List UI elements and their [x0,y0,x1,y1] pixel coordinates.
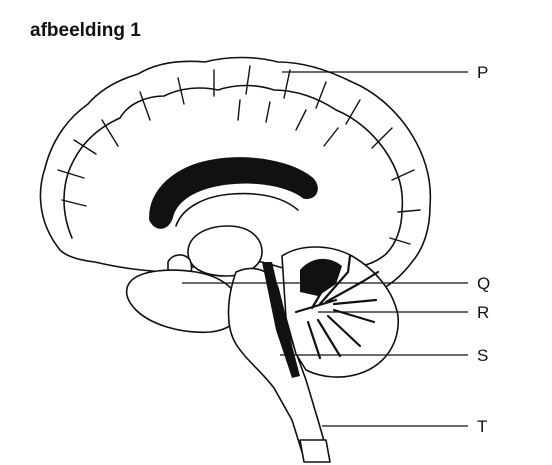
arbor-vitae-shade [300,258,342,296]
figure-title: afbeelding 1 [30,20,141,41]
label-P: P [477,63,489,82]
temporal-lobe [125,269,241,334]
sulcus-lines [57,65,421,245]
spinal-cord [299,439,331,463]
fornix [175,192,299,227]
label-Q: Q [477,274,491,293]
label-T: T [477,417,488,436]
corpus-callosum [149,157,318,229]
fourth-ventricle [262,262,300,378]
label-S: S [477,346,489,365]
gyri-inner-line [63,84,404,269]
thalamus [187,225,263,277]
label-R: R [477,303,490,322]
